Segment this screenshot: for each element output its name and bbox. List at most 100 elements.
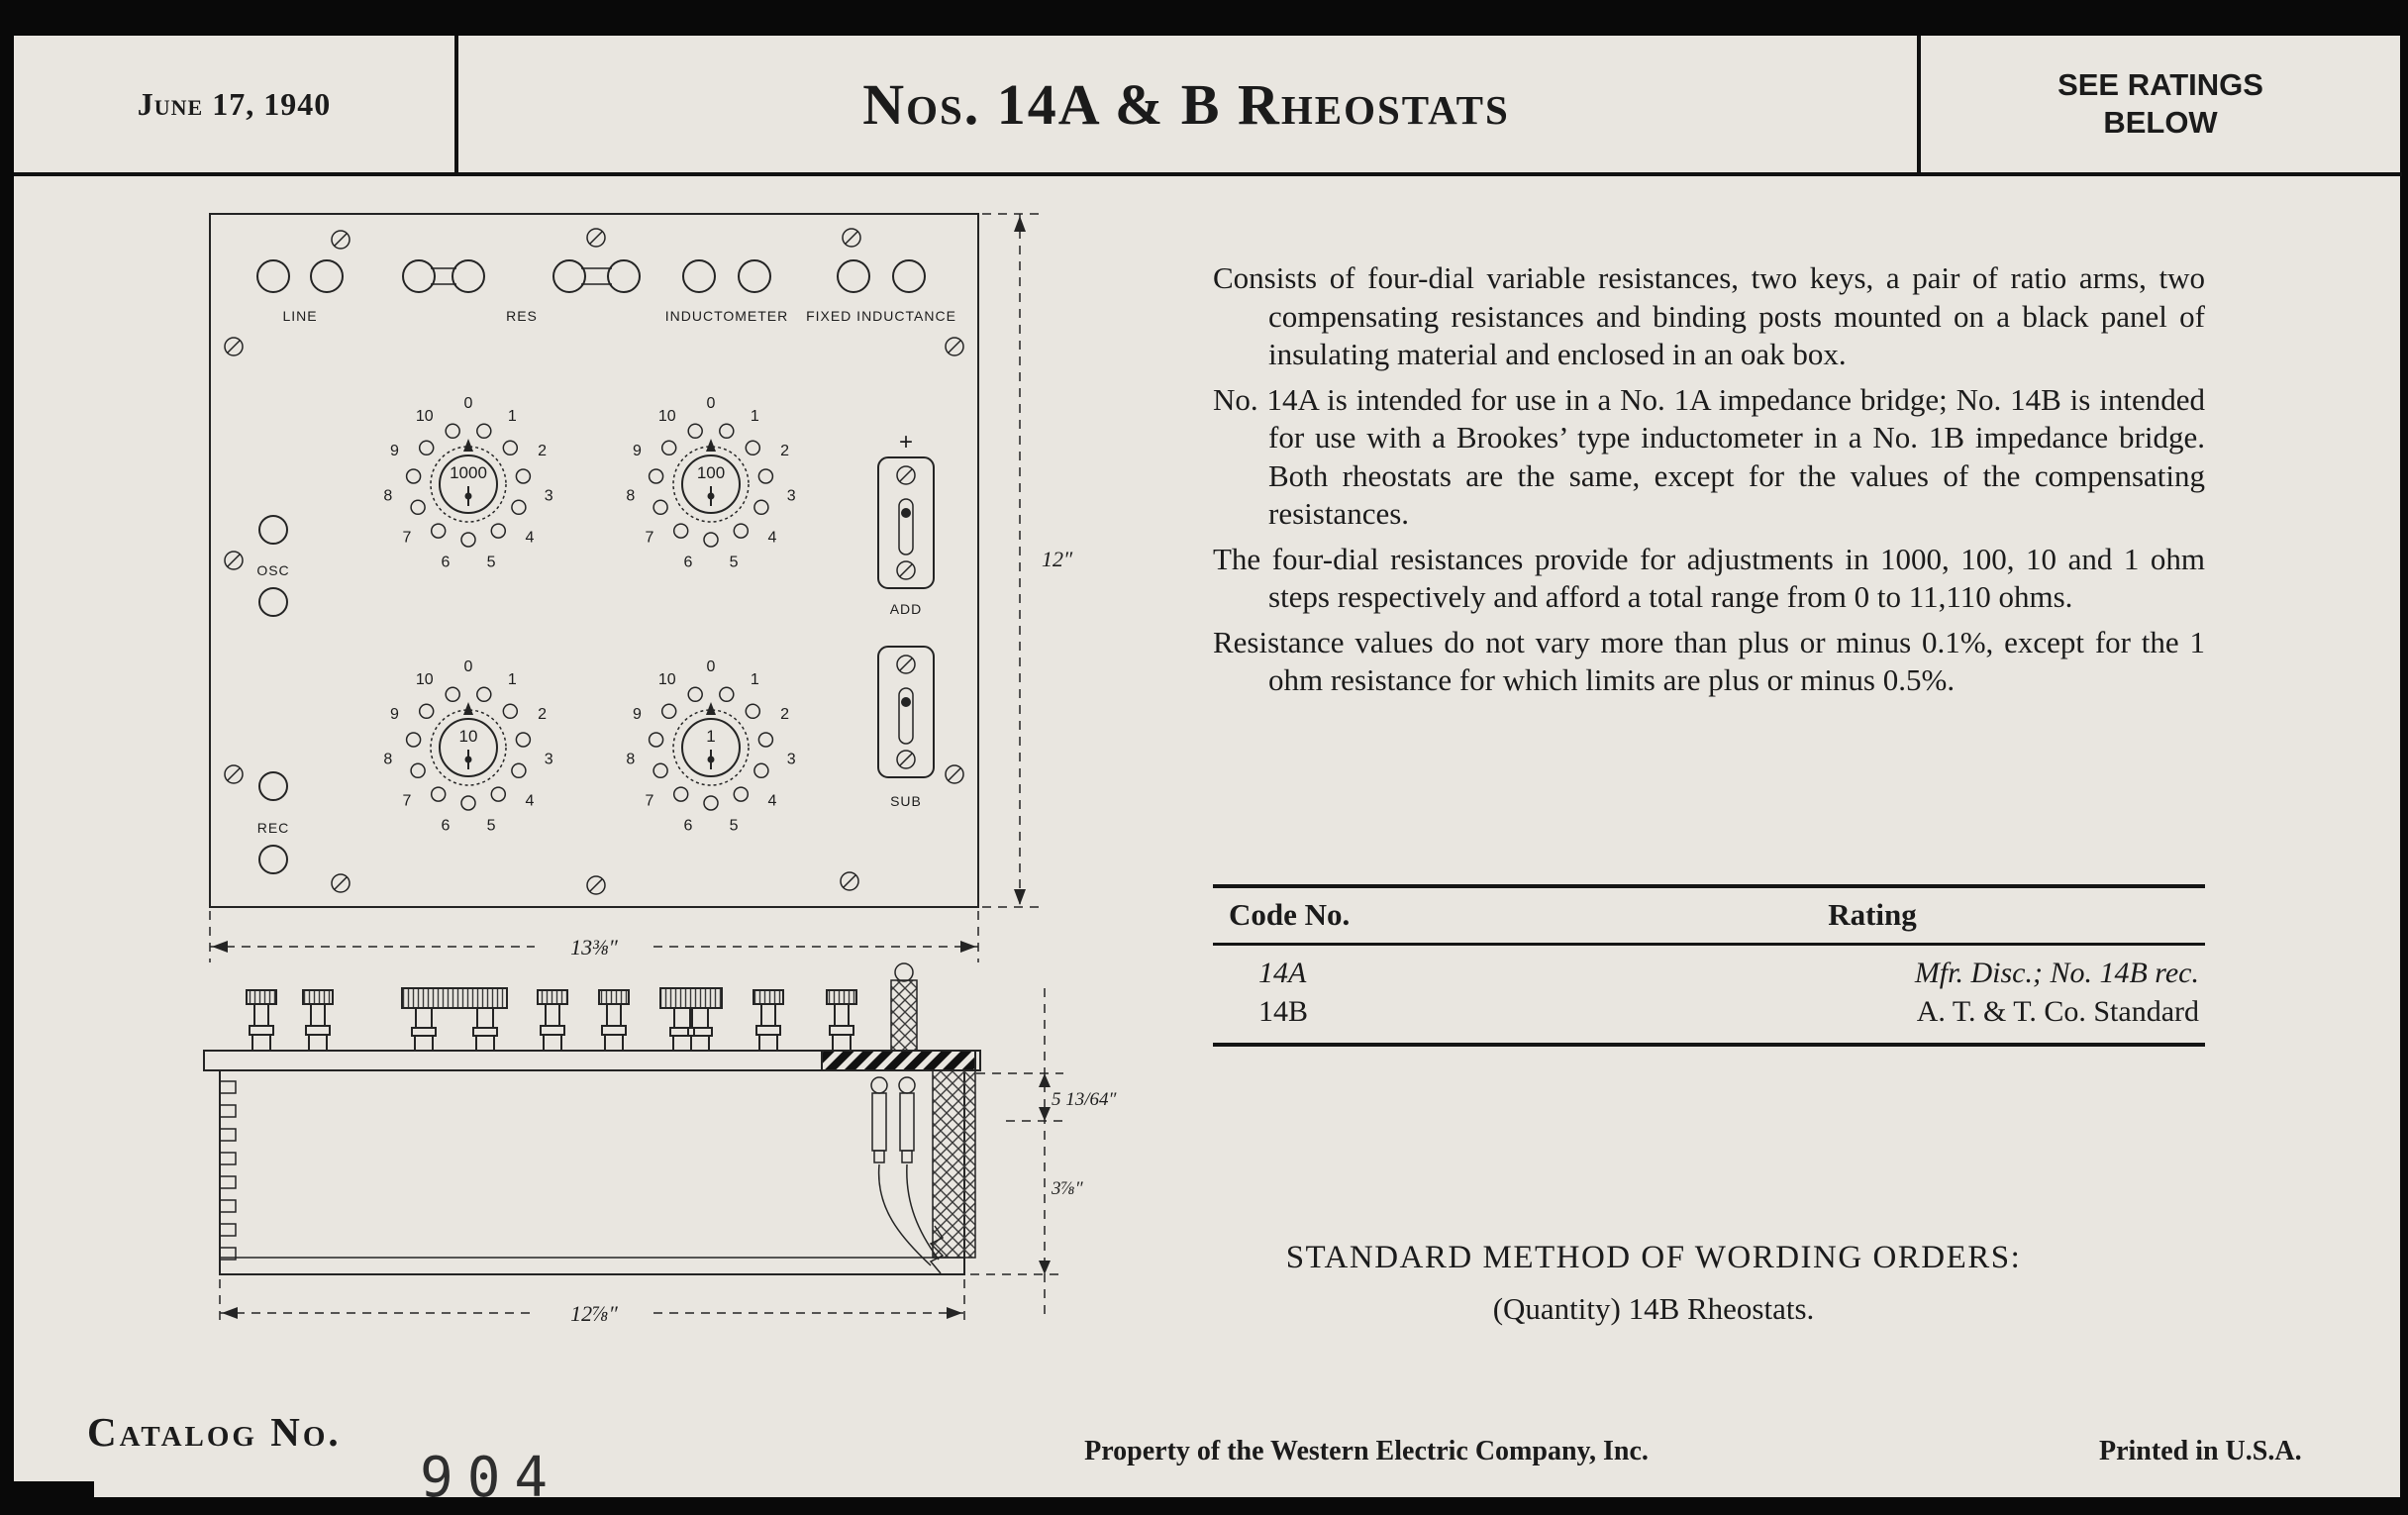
svg-text:6: 6 — [441, 555, 450, 571]
paragraph-usage: No. 14A is intended for use in a No. 1A … — [1213, 381, 2205, 532]
svg-text:1: 1 — [751, 671, 759, 688]
svg-text:7: 7 — [403, 530, 412, 547]
property-line: Property of the Western Electric Company… — [1084, 1436, 1649, 1466]
svg-text:2: 2 — [780, 706, 789, 723]
ordering-instructions: STANDARD METHOD OF WORDING ORDERS: (Quan… — [1129, 1240, 2178, 1327]
cell-code: 14A — [1258, 957, 1307, 989]
scan-edge-left — [0, 0, 14, 1515]
svg-text:0: 0 — [464, 395, 473, 412]
svg-text:10: 10 — [416, 671, 434, 688]
svg-text:5: 5 — [730, 555, 739, 571]
crosshatched-corner — [932, 1069, 976, 1259]
table-header-row: Code No. Rating — [1213, 888, 2205, 943]
svg-text:3: 3 — [787, 488, 796, 505]
svg-text:10: 10 — [658, 671, 676, 688]
keys-and-cords — [870, 1076, 945, 1274]
svg-text:8: 8 — [626, 752, 635, 768]
table-row: 14B A. T. & T. Co. Standard — [1213, 992, 2205, 1031]
dim-side-depth: 5 13/64″ — [1052, 1089, 1118, 1110]
svg-text:7: 7 — [646, 793, 654, 810]
svg-text:1: 1 — [751, 408, 759, 425]
label-inductometer: INDUCTOMETER — [665, 308, 789, 324]
svg-text:9: 9 — [633, 443, 642, 459]
label-line: LINE — [282, 308, 317, 324]
label-fixed-inductance: FIXED INDUCTANCE — [806, 308, 956, 324]
table-rule-top — [1213, 884, 2205, 888]
ratings-note-cell: SEE RATINGS BELOW — [1921, 36, 2400, 172]
key-switch-sub: SUB — [877, 646, 935, 809]
svg-text:2: 2 — [538, 706, 547, 723]
svg-text:9: 9 — [390, 706, 399, 723]
label-rec: REC — [257, 820, 290, 836]
svg-text:7: 7 — [403, 793, 412, 810]
panel-outline — [209, 213, 979, 908]
table-body: 14A Mfr. Disc.; No. 14B rec. 14B A. T. &… — [1213, 946, 2205, 1043]
table-rule-mid — [1213, 943, 2205, 946]
svg-text:0: 0 — [707, 395, 716, 412]
svg-text:1000: 1000 — [450, 463, 487, 482]
header-rule — [14, 172, 2402, 176]
paragraph-tolerance: Resistance values do not vary more than … — [1213, 624, 2205, 698]
header-rating: Rating — [1828, 897, 1917, 932]
page-title-cell: Nos. 14A & B Rheostats — [458, 36, 1914, 172]
page-title: Nos. 14A & B Rheostats — [862, 71, 1510, 137]
orders-heading: STANDARD METHOD OF WORDING ORDERS: — [1285, 1240, 2022, 1275]
label-osc: OSC — [256, 562, 289, 578]
svg-text:1: 1 — [508, 671, 517, 688]
header-divider-2 — [1917, 36, 1921, 176]
panel-screws — [224, 228, 964, 895]
svg-text:8: 8 — [383, 752, 392, 768]
svg-text:2: 2 — [780, 443, 789, 459]
dimension-side-width: 12⅞″ — [219, 1279, 965, 1327]
table-rule-bottom — [1213, 1043, 2205, 1047]
hatched-panel-section — [821, 1050, 976, 1071]
scan-edge-notch — [0, 1481, 94, 1515]
svg-text:10: 10 — [658, 408, 676, 425]
svg-text:9: 9 — [390, 443, 399, 459]
label-sub: SUB — [890, 793, 922, 809]
svg-text:8: 8 — [626, 488, 635, 505]
cell-rating: Mfr. Disc.; No. 14B rec. — [1914, 957, 2199, 989]
svg-text:0: 0 — [707, 658, 716, 675]
svg-text:4: 4 — [526, 530, 535, 547]
dimension-front-width: 13⅜″ — [209, 911, 979, 962]
plus-sign: + — [899, 429, 913, 455]
printed-line: Printed in U.S.A. — [2099, 1436, 2302, 1466]
svg-text:100: 100 — [697, 463, 725, 482]
svg-text:5: 5 — [487, 818, 496, 835]
svg-text:2: 2 — [538, 443, 547, 459]
svg-text:6: 6 — [683, 555, 692, 571]
cell-code: 14B — [1258, 995, 1309, 1028]
svg-text:9: 9 — [633, 706, 642, 723]
label-add: ADD — [890, 601, 923, 617]
ratings-table: Code No. Rating 14A Mfr. Disc.; No. 14B … — [1213, 884, 2205, 1047]
catalog-no-label: Catalog No. — [87, 1409, 342, 1455]
svg-text:10: 10 — [416, 408, 434, 425]
paragraph-range: The four-dial resistances provide for ad… — [1213, 541, 2205, 615]
scan-edge-top — [0, 0, 2408, 36]
svg-text:5: 5 — [487, 555, 496, 571]
dimension-front-height: 12″ — [982, 213, 1073, 908]
svg-text:8: 8 — [383, 488, 392, 505]
rec-jacks: REC — [257, 771, 290, 874]
dim-side-height: 3⅞″ — [1051, 1178, 1084, 1199]
svg-text:4: 4 — [768, 793, 777, 810]
catalog-number-stamp: 904 — [420, 1446, 562, 1510]
svg-text:4: 4 — [526, 793, 535, 810]
cell-rating: A. T. & T. Co. Standard — [1916, 995, 2199, 1028]
svg-text:0: 0 — [464, 658, 473, 675]
svg-text:3: 3 — [545, 488, 553, 505]
svg-text:6: 6 — [441, 818, 450, 835]
dimension-side-heights: 5 13/64″ 3⅞″ — [970, 988, 1118, 1317]
rheostat-technical-drawing: LINE RES INDUCTOMETER FIXED INDUCTANCE O… — [203, 213, 1118, 1327]
dovetail-joints — [219, 1080, 237, 1261]
scan-edge-bottom — [0, 1497, 2408, 1515]
ratings-note: SEE RATINGS BELOW — [2057, 67, 2263, 140]
svg-text:3: 3 — [545, 752, 553, 768]
binding-posts — [246, 962, 918, 1052]
scan-edge-right — [2400, 0, 2408, 1515]
table-row: 14A Mfr. Disc.; No. 14B rec. — [1213, 954, 2205, 992]
svg-text:4: 4 — [768, 530, 777, 547]
